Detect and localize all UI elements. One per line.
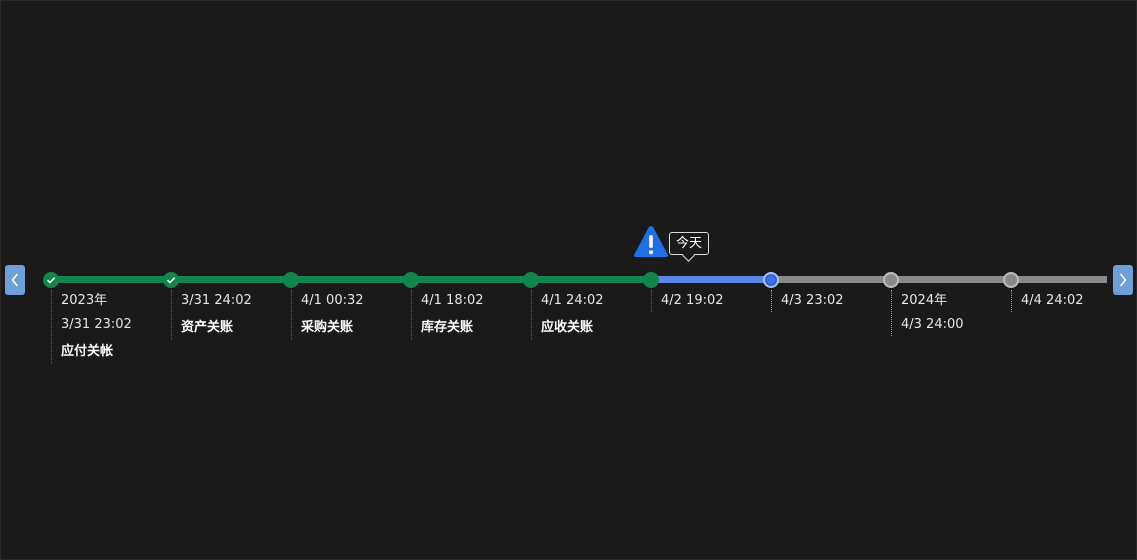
timeline-item-0: 2023年 3/31 23:02 应付关帐	[61, 289, 132, 367]
timeline-node-completed[interactable]	[643, 272, 659, 288]
timeline-item-time: 4/4 24:02	[1021, 293, 1084, 308]
timeline-item-2: 4/1 00:32 采购关账	[301, 289, 364, 343]
timeline-item-time: 3/31 23:02	[61, 317, 132, 332]
timeline-item-label: 采购关账	[301, 320, 354, 335]
chevron-right-icon	[1119, 273, 1127, 287]
timeline-node-completed[interactable]	[523, 272, 539, 288]
timeline-item-6: 4/3 23:02	[781, 289, 844, 313]
timeline-node-completed[interactable]	[163, 272, 179, 288]
chevron-left-icon	[11, 273, 19, 287]
timeline-item-label: 资产关账	[181, 320, 234, 335]
timeline-connector	[291, 290, 292, 340]
check-icon	[166, 277, 176, 284]
timeline-item-time: 4/3 23:02	[781, 293, 844, 308]
timeline-item-7: 2024年 4/3 24:00	[901, 289, 964, 337]
timeline-connector	[51, 290, 52, 364]
timeline-node-completed[interactable]	[283, 272, 299, 288]
timeline-item-label: 应收关账	[541, 320, 594, 335]
timeline-prev-button[interactable]	[5, 265, 25, 295]
timeline-item-year: 2024年	[901, 293, 948, 308]
timeline-item-year: 2023年	[61, 293, 108, 308]
timeline-item-time: 4/1 24:02	[541, 293, 604, 308]
timeline-node-current[interactable]	[763, 272, 779, 288]
timeline-node-future[interactable]	[1003, 272, 1019, 288]
timeline-item-4: 4/1 24:02 应收关账	[541, 289, 604, 343]
timeline-connector	[411, 290, 412, 340]
timeline-track-future	[771, 276, 1107, 283]
timeline-node-completed[interactable]	[403, 272, 419, 288]
timeline-track-completed	[50, 276, 651, 283]
timeline-item-time: 4/2 19:02	[661, 293, 724, 308]
timeline-next-button[interactable]	[1113, 265, 1133, 295]
timeline-connector	[171, 290, 172, 340]
timeline-item-3: 4/1 18:02 库存关账	[421, 289, 484, 343]
check-icon	[46, 277, 56, 284]
timeline-item-label: 库存关账	[421, 320, 474, 335]
timeline-node-future[interactable]	[883, 272, 899, 288]
today-tooltip: 今天	[669, 232, 710, 255]
timeline-item-time: 3/31 24:02	[181, 293, 252, 308]
timeline-item-time: 4/1 00:32	[301, 293, 364, 308]
timeline-connector	[891, 290, 892, 336]
timeline-track-today	[651, 276, 771, 283]
timeline-connector	[1011, 290, 1012, 312]
warning-triangle-icon	[634, 226, 668, 257]
timeline-item-8: 4/4 24:02	[1021, 289, 1084, 313]
timeline-item-5: 4/2 19:02	[661, 289, 724, 313]
timeline-item-time: 4/1 18:02	[421, 293, 484, 308]
timeline-node-completed[interactable]	[43, 272, 59, 288]
timeline-item-time: 4/3 24:00	[901, 317, 964, 332]
timeline-connector	[531, 290, 532, 340]
timeline-item-label: 应付关帐	[61, 344, 114, 359]
timeline-connector	[651, 290, 652, 312]
timeline-connector	[771, 290, 772, 312]
timeline-item-1: 3/31 24:02 资产关账	[181, 289, 252, 343]
